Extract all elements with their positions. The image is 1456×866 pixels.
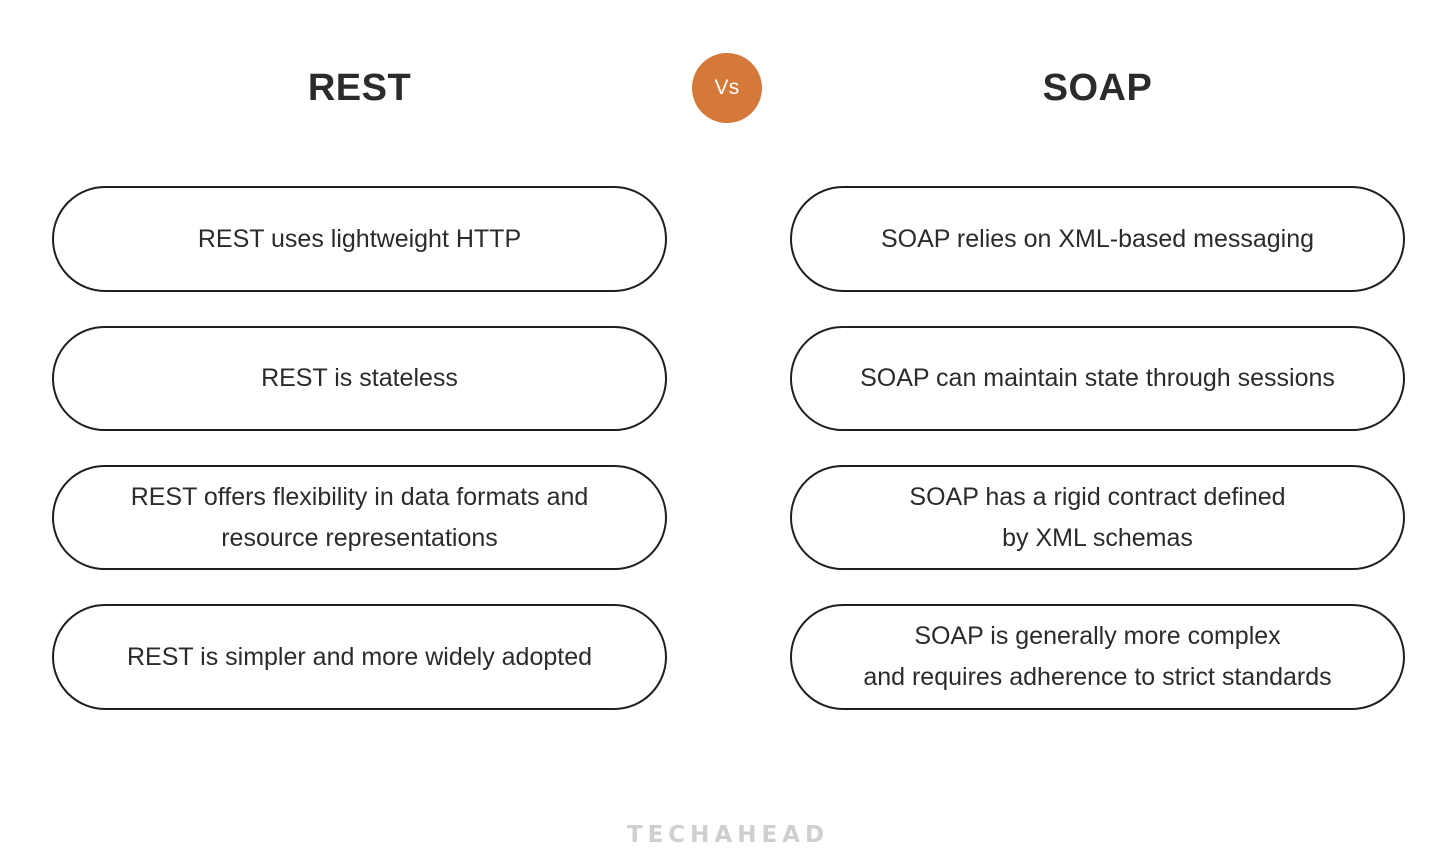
rest-pill-4-text: REST is simpler and more widely adopted: [126, 642, 593, 671]
brand-watermark: TECHAHEAD: [626, 822, 830, 848]
vs-badge: Vs: [692, 53, 762, 123]
column-title-soap: SOAP: [1042, 67, 1153, 109]
comparison-row-1: REST uses lightweight HTTP SOAP relies o…: [0, 186, 1456, 292]
rest-pill-1-text: REST uses lightweight HTTP: [197, 224, 522, 253]
rest-pill-2-text: REST is stateless: [261, 364, 458, 392]
soap-pill-2-text: SOAP can maintain state through sessions: [860, 364, 1335, 392]
soap-pill-3: SOAP has a rigid contract defined by XML…: [790, 465, 1405, 570]
comparison-row-4: REST is simpler and more widely adopted …: [0, 604, 1456, 710]
rest-pill-4: REST is simpler and more widely adopted: [52, 604, 667, 710]
rest-pill-3-text: REST offers flexibility in data formats …: [130, 482, 589, 552]
soap-pill-4: SOAP is generally more complex and requi…: [790, 604, 1405, 710]
vs-badge-label: Vs: [714, 76, 740, 99]
soap-pill-1-text: SOAP relies on XML-based messaging: [880, 224, 1315, 253]
comparison-row-3: REST offers flexibility in data formats …: [0, 465, 1456, 570]
comparison-grid: REST uses lightweight HTTP SOAP relies o…: [0, 186, 1456, 744]
soap-pill-3-text: SOAP has a rigid contract defined by XML…: [909, 482, 1286, 552]
header: REST Vs SOAP: [0, 0, 1456, 170]
rest-pill-1: REST uses lightweight HTTP: [52, 186, 667, 292]
comparison-row-2: REST is stateless SOAP can maintain stat…: [0, 326, 1456, 431]
column-title-rest: REST: [307, 67, 412, 109]
rest-pill-3: REST offers flexibility in data formats …: [52, 465, 667, 570]
soap-pill-1: SOAP relies on XML-based messaging: [790, 186, 1405, 292]
soap-pill-2: SOAP can maintain state through sessions: [790, 326, 1405, 431]
soap-pill-4-text: SOAP is generally more complex and requi…: [863, 622, 1332, 691]
rest-pill-2: REST is stateless: [52, 326, 667, 431]
